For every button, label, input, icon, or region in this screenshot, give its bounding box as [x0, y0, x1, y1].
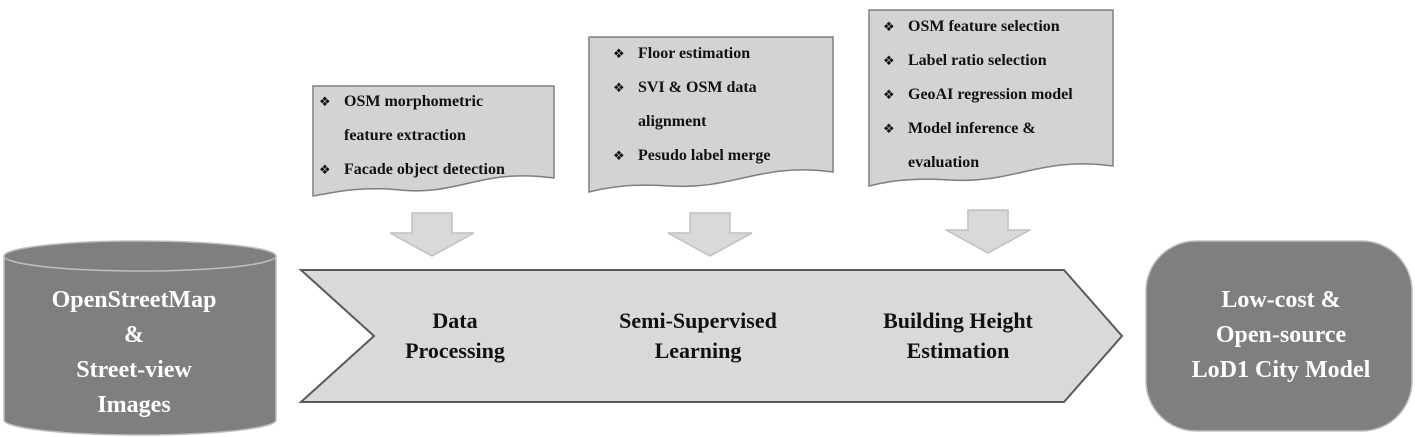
- label-line: Data: [432, 308, 477, 333]
- label-line: Processing: [405, 338, 505, 363]
- pipeline-chevron-band: [298, 269, 1124, 403]
- doc-line: OSM feature selection: [908, 18, 1060, 35]
- doc-line: feature extraction: [344, 127, 466, 144]
- doc-line: GeoAI regression model: [908, 86, 1073, 103]
- doc-line: OSM morphometric: [344, 93, 483, 110]
- down-arrow-icon: [389, 212, 475, 257]
- label-line: Street-view: [76, 357, 192, 383]
- doc-line: Label ratio selection: [908, 52, 1047, 69]
- doc-line: Facade object detection: [344, 161, 505, 178]
- diamond-bullet-icon: ❖: [883, 54, 895, 69]
- down-arrow-icon: [945, 209, 1031, 254]
- doc-line: Model inference &: [908, 120, 1036, 137]
- doc-shape-data-processing: [312, 85, 555, 197]
- diamond-bullet-icon: ❖: [319, 163, 331, 178]
- diamond-bullet-icon: ❖: [613, 47, 625, 62]
- diamond-bullet-icon: ❖: [883, 122, 895, 137]
- label-line: Learning: [655, 338, 742, 363]
- cylinder-top: [3, 240, 277, 272]
- label-line: &: [124, 322, 144, 348]
- doc-line: evaluation: [908, 154, 979, 171]
- doc-shape-height-estimation: [868, 9, 1114, 187]
- down-arrow-icon: [667, 212, 753, 257]
- label-line: Estimation: [907, 338, 1010, 363]
- diamond-bullet-icon: ❖: [613, 149, 625, 164]
- diamond-bullet-icon: ❖: [613, 81, 625, 96]
- label-line: Building Height: [883, 308, 1033, 333]
- doc-text-data-processing: ❖ OSM morphometric feature extraction ❖ Faca…: [319, 93, 505, 178]
- doc-line: SVI & OSM data: [638, 79, 757, 96]
- label-line: LoD1 City Model: [1192, 357, 1371, 383]
- diamond-bullet-icon: ❖: [319, 95, 331, 110]
- label-line: Low-cost &: [1221, 287, 1340, 313]
- label-line: Images: [97, 392, 170, 418]
- diamond-bullet-icon: ❖: [883, 20, 895, 35]
- doc-line: Floor estimation: [638, 45, 750, 62]
- label-line: Open-source: [1216, 322, 1347, 348]
- doc-text-semi-supervised: ❖ Floor estimation ❖ SVI & OSM data alignmen…: [613, 45, 770, 164]
- cylinder-body: [3, 255, 277, 436]
- diamond-bullet-icon: ❖: [883, 88, 895, 103]
- label-line: Semi-Supervised: [619, 308, 777, 333]
- doc-line: Pesudo label merge: [638, 147, 770, 164]
- output-box: [1145, 240, 1413, 432]
- doc-shape-semi-supervised: [588, 36, 834, 193]
- doc-line: alignment: [638, 113, 707, 130]
- doc-text-height-estimation: ❖ OSM feature selection ❖ Label ratio selec…: [883, 18, 1073, 171]
- label-line: OpenStreetMap: [52, 287, 217, 313]
